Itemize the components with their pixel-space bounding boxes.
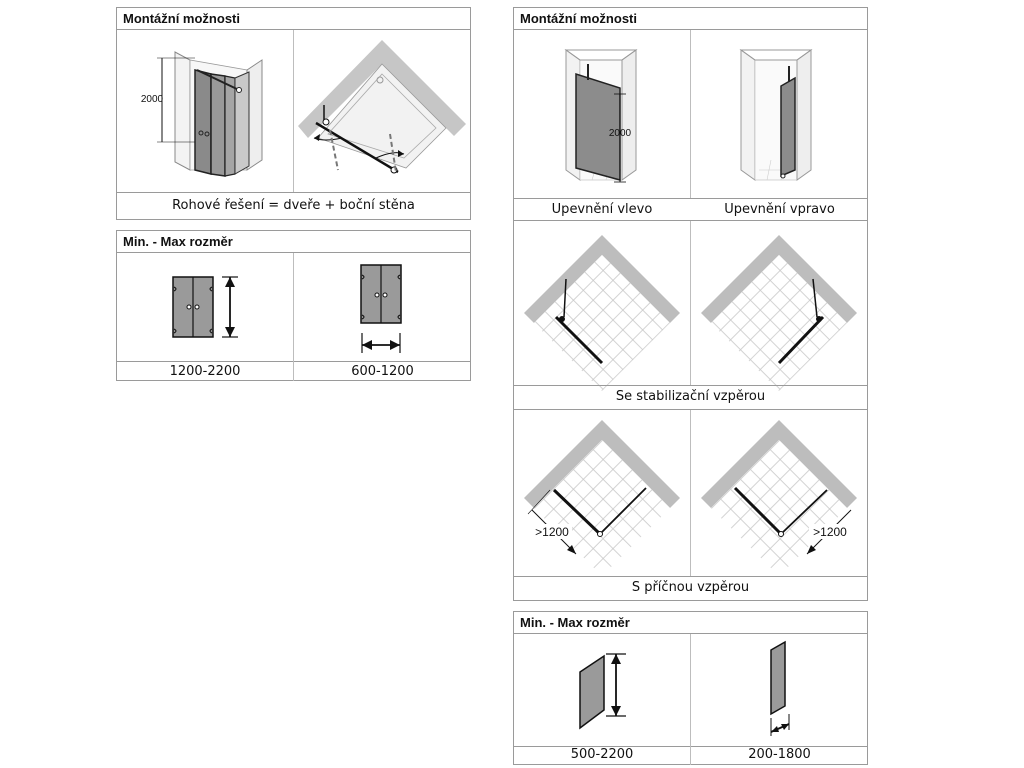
right-size-caption-vdivider [690, 746, 691, 765]
stabilizer-left-illustration [524, 235, 680, 391]
cross-brace-left-illustration: >1200 [524, 420, 680, 576]
wall-mount-left-illustration: 2000 [564, 49, 638, 183]
left-mounting-title: Montážní možnosti [117, 8, 470, 30]
door-height-range-illustration [172, 276, 238, 338]
cross-right-dimension: >1200 [813, 525, 847, 539]
cross-brace-right-illustration: >1200 [701, 420, 857, 576]
mount-right-caption: Upevnění vpravo [724, 202, 835, 217]
left-height-label: 2000 [141, 94, 164, 105]
wall-mount-right-illustration [739, 49, 813, 181]
right-row3-caption-divider [514, 576, 867, 577]
right-row2-bottom-divider [514, 409, 867, 410]
corner-shower-perspective-illustration: 2000 [141, 51, 263, 177]
right-mounting-title: Montážní možnosti [514, 8, 867, 30]
cross-brace-caption: S příčnou vzpěrou [631, 580, 750, 595]
right-row1-divider [690, 30, 691, 198]
cross-left-dimension: >1200 [535, 525, 569, 539]
left-size-divider [293, 253, 294, 361]
left-mounting-caption-divider [117, 192, 470, 193]
mount-left-caption: Upevnění vlevo [551, 202, 653, 217]
left-height-range: 1200-2200 [169, 364, 241, 379]
right-width-range: 200-1800 [748, 747, 811, 762]
stabilizer-caption: Se stabilizační vzpěrou [615, 389, 766, 404]
right-height-range: 500-2200 [570, 747, 634, 762]
corner-solution-caption: Rohové řešení = dveře + boční stěna [172, 198, 415, 213]
left-width-range: 600-1200 [351, 364, 414, 379]
right-height-label: 2000 [609, 128, 632, 139]
right-row2-divider [690, 221, 691, 385]
door-width-range-illustration [360, 264, 402, 353]
right-size-panel: Min. - Max rozměr 500-2200 200-1800 [513, 611, 868, 765]
right-size-divider [690, 634, 691, 746]
panel-height-range-illustration [579, 653, 626, 730]
left-size-title: Min. - Max rozměr [117, 231, 470, 253]
left-size-panel: Min. - Max rozměr 1200-2200 600-1200 [116, 230, 471, 381]
left-mounting-divider [293, 30, 294, 192]
right-row1-caption-divider [514, 198, 867, 199]
right-mounting-panel: Montážní možnosti 2000 [513, 7, 868, 601]
left-mounting-panel: Montážní možnosti 2000 [116, 7, 471, 220]
stabilizer-right-illustration [701, 235, 857, 391]
right-row3-divider [690, 410, 691, 576]
right-size-title: Min. - Max rozměr [514, 612, 867, 634]
panel-width-range-illustration [770, 640, 790, 736]
right-row2-caption-divider [514, 385, 867, 386]
corner-shower-top-view-illustration [298, 40, 466, 174]
right-row1-bottom-divider [514, 220, 867, 221]
left-size-caption-vdivider [293, 361, 294, 381]
